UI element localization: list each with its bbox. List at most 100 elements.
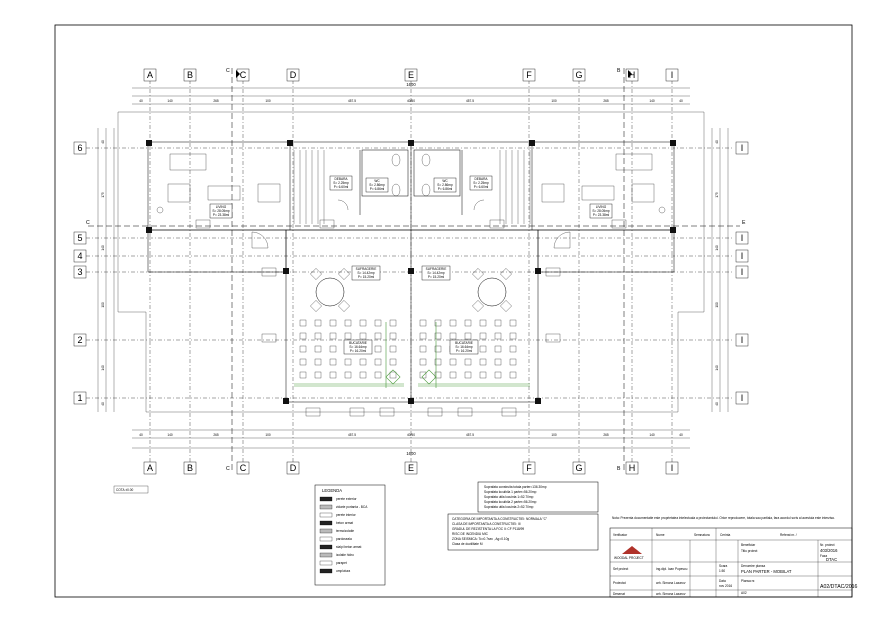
legend-swatch bbox=[319, 536, 333, 542]
dim-right-0: 40 bbox=[715, 140, 719, 144]
tb-faza-label: Faza bbox=[820, 554, 827, 558]
legend-swatch bbox=[319, 544, 333, 550]
tb-titlu-label: Titlu proiect bbox=[741, 549, 757, 553]
dimension-lines-right: 40 175 140 100 140 40 bbox=[711, 128, 729, 412]
legend-title: LEGENDA bbox=[322, 488, 342, 493]
legend-item-label: stalpi beton armat bbox=[336, 545, 361, 549]
room-name: DEBARA bbox=[474, 177, 488, 181]
axis-label-right-4: I bbox=[741, 251, 744, 261]
axis-label-top-C: C bbox=[240, 70, 247, 80]
room-name: SUFRAGERIE bbox=[356, 267, 377, 271]
axis-label-bottom-D: D bbox=[290, 463, 297, 473]
floor-tile bbox=[419, 319, 427, 327]
room-debara-left: DEBARA S= 2.25mp P= 6.60ml bbox=[329, 175, 353, 191]
dim-top-1: 140 bbox=[167, 99, 173, 103]
axis-1: 1 I bbox=[73, 391, 749, 405]
axis-C: C C bbox=[236, 68, 250, 475]
dimension-lines-left: 40 175 140 100 140 40 bbox=[97, 128, 115, 412]
floor-tile bbox=[329, 319, 337, 327]
room-area: S= 28.05mp bbox=[592, 209, 610, 213]
dim-bottom-1: 140 bbox=[167, 433, 173, 437]
dim-left-2: 140 bbox=[101, 245, 105, 251]
dim-top-0: 40 bbox=[139, 99, 143, 103]
tb-desenat-name: arh. Simona Lazarov bbox=[656, 592, 686, 596]
legend-item-label: parapet bbox=[336, 561, 347, 565]
floor-tile bbox=[509, 358, 517, 366]
floor-tile bbox=[299, 332, 307, 340]
dim-right-3: 100 bbox=[715, 302, 719, 308]
section-mark-bottom-left: C bbox=[226, 466, 230, 472]
room-perimeter: P= 6.60ml bbox=[474, 185, 489, 189]
dim-bottom-3: 100 bbox=[265, 433, 271, 437]
floor-tile bbox=[479, 332, 487, 340]
legend-swatch bbox=[319, 528, 333, 534]
axis-label-right-2: I bbox=[741, 335, 744, 345]
category-line: CATEGORIA DE IMPORTANTA A CONSTRUCTIEI: … bbox=[452, 517, 547, 521]
tb-scara: 1:50 bbox=[719, 569, 725, 573]
floor-tile bbox=[449, 358, 457, 366]
axis-label-top-H: H bbox=[629, 70, 636, 80]
axis-H: H H bbox=[625, 68, 639, 475]
floor-tile bbox=[464, 319, 472, 327]
room-perimeter: P= 23.38ml bbox=[593, 213, 610, 217]
floor-tile bbox=[344, 319, 352, 327]
dim-right-4: 140 bbox=[715, 365, 719, 371]
axis-label-top-A: A bbox=[147, 70, 153, 80]
legend-item-label: pardoseala bbox=[336, 537, 352, 541]
floor-tile bbox=[509, 319, 517, 327]
tb-faza: DTAC bbox=[826, 557, 837, 562]
room-area: S= 2.25mp bbox=[333, 181, 349, 185]
wc-fixtures bbox=[391, 153, 431, 197]
axis-G: G G bbox=[572, 68, 586, 475]
floor-tile bbox=[419, 358, 427, 366]
tb-nume: Nume bbox=[656, 533, 665, 537]
floor-tile bbox=[344, 332, 352, 340]
room-name: LIVING bbox=[596, 205, 607, 209]
axis-label-left-1: 1 bbox=[77, 393, 82, 403]
axis-label-left-2: 2 bbox=[77, 335, 82, 345]
section-mark-bottom-right: B bbox=[617, 466, 621, 472]
axis-A: A A bbox=[143, 68, 157, 475]
dim-bottom-0: 40 bbox=[139, 433, 143, 437]
room-name: SUFRAGERIE bbox=[426, 267, 447, 271]
door-swings bbox=[251, 199, 571, 249]
floor-tile bbox=[389, 371, 397, 379]
surface-line: Suprafata locuibila 1 parter=56.20mp bbox=[484, 490, 537, 494]
tb-plansa-nr: A02 bbox=[741, 591, 747, 595]
dim-top-7: 100 bbox=[551, 99, 557, 103]
dim-top-5: 40/50 bbox=[407, 99, 415, 103]
floor-tile bbox=[359, 319, 367, 327]
legend-swatch bbox=[319, 568, 333, 574]
floor-tile bbox=[434, 345, 442, 353]
dim-overall-bottom: 1600 bbox=[406, 451, 416, 456]
room-name: BUCATARIE bbox=[349, 341, 367, 345]
section-mark-left: C bbox=[86, 220, 90, 226]
axis-label-left-3: 3 bbox=[77, 267, 82, 277]
floor-tile bbox=[449, 332, 457, 340]
tb-data: nov 2016 bbox=[719, 584, 732, 588]
room-living-left: LIVING S= 28.05mp P= 23.38ml bbox=[209, 203, 233, 219]
dim-top-9: 140 bbox=[649, 99, 655, 103]
room-area: S= 2.25mp bbox=[473, 181, 489, 185]
axis-5: 5 I bbox=[73, 231, 749, 245]
axis-label-right-5: I bbox=[741, 233, 744, 243]
category-line: Clasa de ductilitate M bbox=[452, 542, 483, 546]
dim-bottom-6: 457.5 bbox=[466, 433, 474, 437]
floor-tile bbox=[479, 358, 487, 366]
section-mark-top-right: B bbox=[617, 68, 621, 74]
dim-top-8: 265 bbox=[603, 99, 609, 103]
tb-proiectat-label: Proiectat bbox=[613, 581, 626, 585]
floor-tile bbox=[344, 358, 352, 366]
entry-green-lines bbox=[294, 322, 530, 388]
floor-tile bbox=[314, 371, 322, 379]
dining-table-right bbox=[472, 268, 512, 312]
room-wc-left: WC S= 2.86mp P= 6.86ml bbox=[365, 177, 389, 193]
floor-tile bbox=[464, 332, 472, 340]
dim-bottom-10: 40 bbox=[679, 433, 683, 437]
category-line: ZONA SEISMICA: Tc=0.7sec , Ag=0.10g bbox=[452, 537, 509, 541]
sheet-frame bbox=[54, 24, 853, 598]
axis-label-bottom-H: H bbox=[629, 463, 636, 473]
floor-tile bbox=[299, 319, 307, 327]
tb-plansa-nr-label: Plansa nr. bbox=[741, 579, 755, 583]
dim-left-5: 40 bbox=[101, 402, 105, 406]
